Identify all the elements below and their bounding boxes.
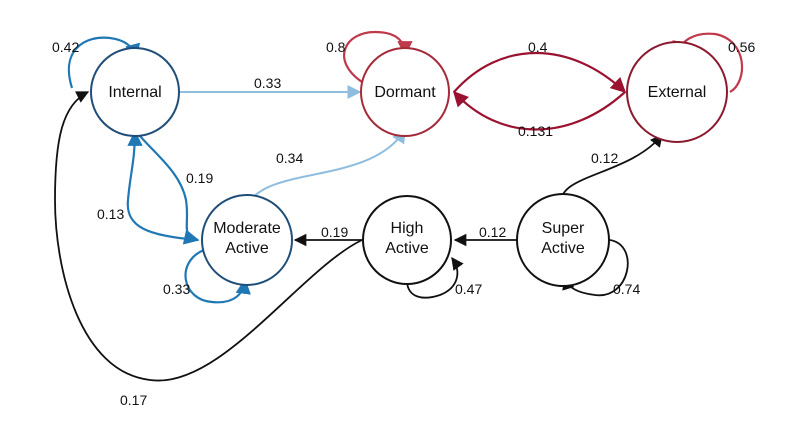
label-dormant-to-external: 0.4 <box>528 39 548 55</box>
node-internal: Internal <box>90 47 180 137</box>
node-super-active: Super Active <box>516 193 610 287</box>
label-high-to-internal: 0.17 <box>120 392 147 408</box>
label-super-self: 0.74 <box>613 281 640 297</box>
node-super-active-line1: Super <box>542 220 585 237</box>
label-high-self: 0.47 <box>455 281 482 297</box>
node-high-active-line2: Active <box>385 240 429 257</box>
node-external-label: External <box>648 84 707 101</box>
node-dormant: Dormant <box>360 47 450 137</box>
node-moderate-active-line2: Active <box>225 240 269 257</box>
edge-moderate-to-internal <box>126 130 199 242</box>
edge-high-to-internal <box>54 91 363 382</box>
label-moderate-to-internal: 0.13 <box>97 206 124 222</box>
node-super-active-line2: Active <box>541 240 585 257</box>
edge-moderate-self <box>184 248 251 304</box>
label-moderate-self: 0.33 <box>163 281 190 297</box>
edge-dormant-to-external <box>453 52 627 94</box>
label-external-to-dormant: 0.131 <box>518 123 553 139</box>
node-high-active: High Active <box>362 195 452 285</box>
edge-super-to-external <box>560 134 663 205</box>
edge-moderate-to-dormant <box>247 128 406 205</box>
node-moderate-active: Moderate Active <box>201 194 293 286</box>
label-external-self: 0.56 <box>728 39 755 55</box>
node-moderate-active-line1: Moderate <box>213 220 281 237</box>
label-super-to-external: 0.12 <box>591 150 618 166</box>
label-high-to-moderate: 0.19 <box>321 224 348 240</box>
edge-dormant-self <box>343 30 413 83</box>
label-internal-self: 0.42 <box>52 39 79 55</box>
node-internal-label: Internal <box>108 84 161 101</box>
node-high-active-line1: High <box>391 220 424 237</box>
node-dormant-label: Dormant <box>374 84 436 101</box>
node-external: External <box>626 41 728 143</box>
edge-internal-to-moderate <box>134 129 200 245</box>
label-internal-to-moderate: 0.19 <box>186 170 213 186</box>
edge-high-self <box>406 256 464 299</box>
edge-super-self <box>562 239 629 296</box>
label-internal-to-dormant: 0.33 <box>254 75 281 91</box>
label-dormant-self: 0.8 <box>326 39 346 55</box>
edge-external-to-dormant <box>452 90 626 131</box>
label-moderate-to-dormant: 0.34 <box>276 150 303 166</box>
label-super-to-high: 0.12 <box>479 224 506 240</box>
